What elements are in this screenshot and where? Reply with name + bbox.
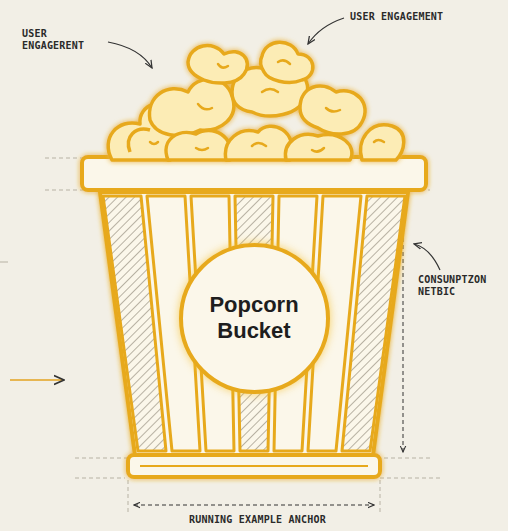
callout-label: USER ENGAGEMENT [350, 11, 443, 23]
guide-lines [45, 158, 440, 512]
popcorn [108, 42, 404, 160]
dimension-label: RUNNING EXAMPLE ANCHOR [186, 514, 329, 526]
center-circle: Popcorn Bucket [179, 243, 330, 394]
callout-label: USER ENGAGERENT [22, 28, 94, 52]
metric-label: CONSUNPTZON NETBIC [418, 274, 498, 298]
node-title: Popcorn Bucket [194, 292, 314, 344]
